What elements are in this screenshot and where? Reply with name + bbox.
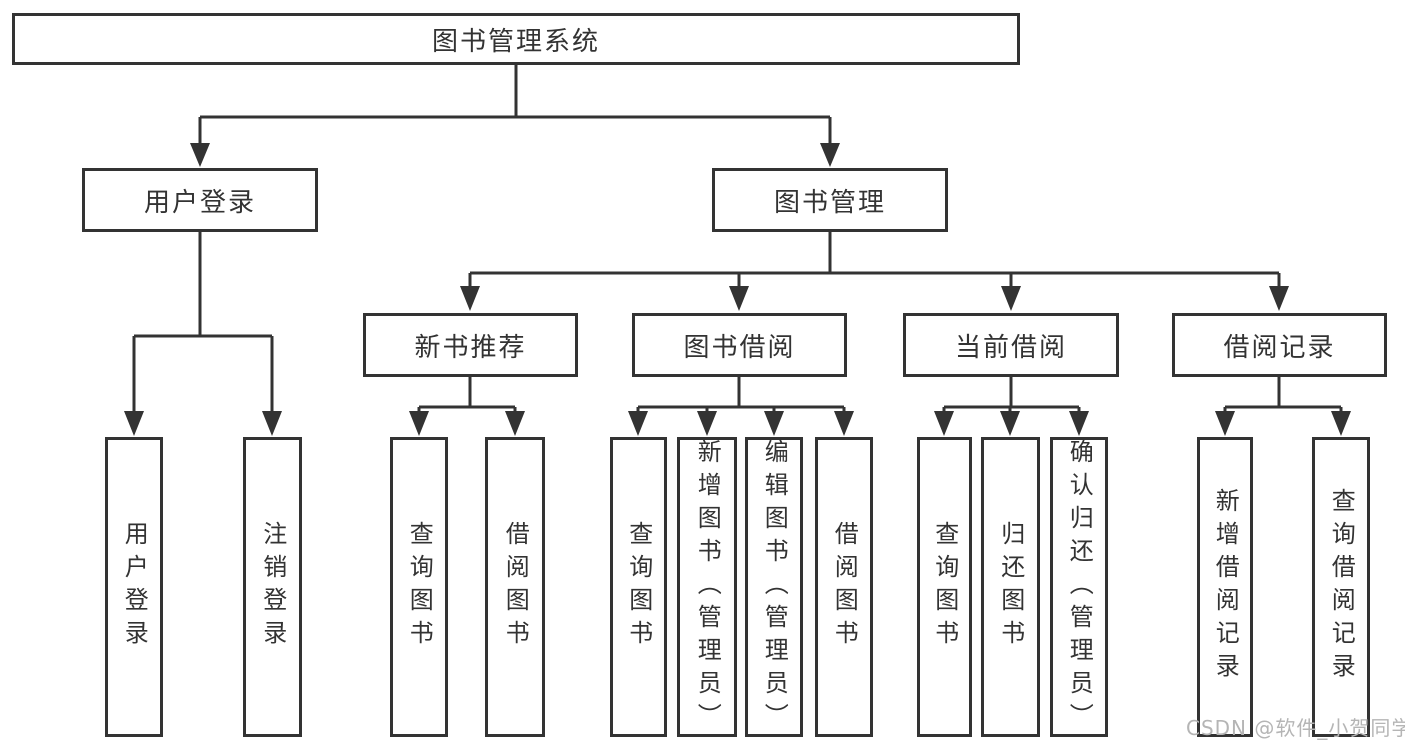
- node-label: 编辑图书（管理员）: [760, 438, 789, 736]
- leaf-add-borrow-record: 新增借阅记录: [1197, 437, 1253, 737]
- leaf-logout: 注销登录: [243, 437, 302, 737]
- node-label: 查询图书: [405, 521, 434, 653]
- leaf-query-books-recommend: 查询图书: [390, 437, 448, 737]
- arrow-down-icon: [505, 411, 525, 436]
- connector-records-children: [1223, 377, 1343, 413]
- node-label: 注销登录: [258, 521, 287, 653]
- node-label: 查询图书: [624, 521, 653, 653]
- node-borrowing-records: 借阅记录: [1172, 313, 1387, 377]
- node-label: 归还图书: [996, 521, 1025, 653]
- node-label: 用户登录: [143, 187, 256, 218]
- arrow-down-icon: [697, 411, 717, 436]
- arrow-down-icon: [1069, 411, 1089, 436]
- node-label: 确认归还（管理员）: [1065, 438, 1094, 736]
- node-label: 新书推荐: [414, 332, 527, 363]
- arrow-down-icon: [1000, 411, 1020, 436]
- node-library-management-system: 图书管理系统: [12, 13, 1020, 65]
- arrowheads: [124, 143, 1351, 436]
- node-label: 新增借阅记录: [1211, 488, 1240, 686]
- node-label: 新增图书（管理员）: [693, 438, 722, 736]
- leaf-add-books-admin: 新增图书（管理员）: [677, 437, 737, 737]
- arrow-down-icon: [729, 286, 749, 311]
- leaf-edit-books-admin: 编辑图书（管理员）: [745, 437, 803, 737]
- node-label: 用户登录: [120, 521, 149, 653]
- arrow-down-icon: [820, 143, 840, 167]
- arrow-down-icon: [1269, 286, 1289, 311]
- node-label: 借阅图书: [830, 521, 859, 653]
- leaf-user-login: 用户登录: [105, 437, 163, 737]
- node-label: 图书管理: [773, 187, 886, 218]
- arrow-down-icon: [409, 411, 429, 436]
- connector-book-management-children: [468, 232, 1281, 288]
- arrow-down-icon: [1331, 411, 1351, 436]
- leaf-borrow-books: 借阅图书: [815, 437, 873, 737]
- leaf-confirm-return-admin: 确认归还（管理员）: [1050, 437, 1108, 737]
- connector-user-login-children: [132, 232, 274, 413]
- node-book-borrowing: 图书借阅: [632, 313, 847, 377]
- node-label: 图书借阅: [683, 332, 796, 363]
- connector-current-children: [942, 377, 1081, 413]
- node-current-borrowing: 当前借阅: [903, 313, 1119, 377]
- connector-recommendation-children: [417, 377, 517, 413]
- node-label: 借阅记录: [1223, 332, 1336, 363]
- arrow-down-icon: [934, 411, 954, 436]
- arrow-down-icon: [834, 411, 854, 436]
- node-book-management: 图书管理: [712, 168, 948, 232]
- node-label: 查询图书: [930, 521, 959, 653]
- node-label: 借阅图书: [501, 521, 530, 653]
- arrow-down-icon: [460, 286, 480, 311]
- connector-root-to-level2: [198, 65, 832, 145]
- leaf-query-books-current: 查询图书: [917, 437, 972, 737]
- leaf-return-books: 归还图书: [981, 437, 1040, 737]
- arrow-down-icon: [190, 143, 210, 167]
- node-label: 当前借阅: [954, 332, 1067, 363]
- connector-borrowing-children: [636, 377, 846, 413]
- arrow-down-icon: [764, 411, 784, 436]
- arrow-down-icon: [124, 411, 144, 436]
- arrow-down-icon: [1001, 286, 1021, 311]
- leaf-borrow-books-recommend: 借阅图书: [485, 437, 545, 737]
- leaf-query-borrow-record: 查询借阅记录: [1312, 437, 1370, 737]
- node-label: 图书管理系统: [431, 26, 600, 57]
- arrow-down-icon: [262, 411, 282, 436]
- node-user-login: 用户登录: [82, 168, 318, 232]
- arrow-down-icon: [1215, 411, 1235, 436]
- arrow-down-icon: [628, 411, 648, 436]
- watermark: CSDN @软件_小贺同学: [1186, 716, 1405, 740]
- leaf-query-books-borrow: 查询图书: [610, 437, 667, 737]
- node-new-book-recommendation: 新书推荐: [363, 313, 578, 377]
- node-label: 查询借阅记录: [1327, 488, 1356, 686]
